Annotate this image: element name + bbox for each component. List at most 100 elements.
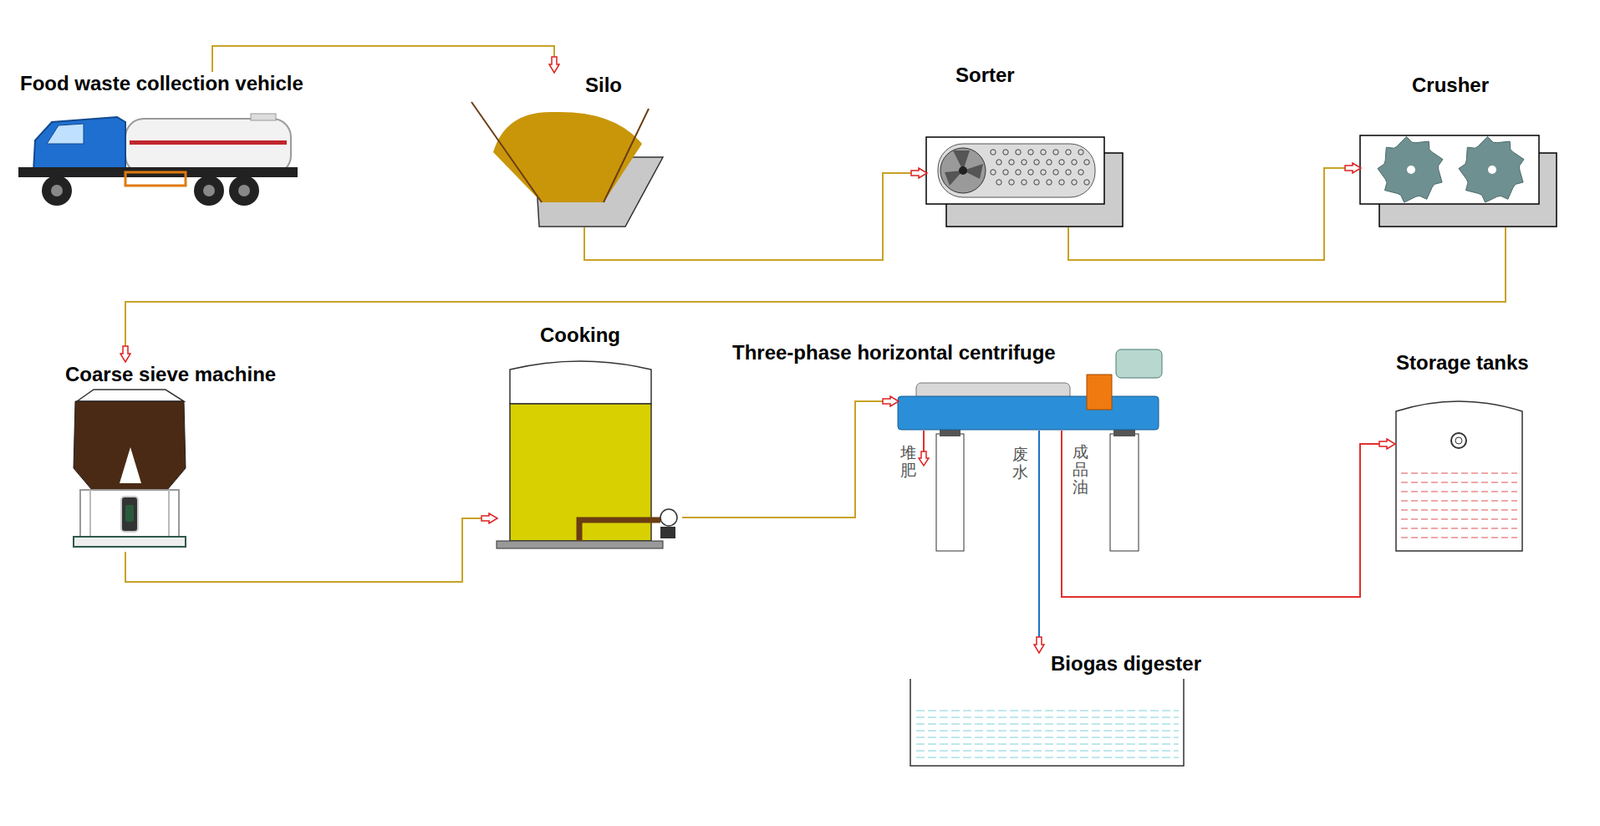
collection-truck-part	[50, 184, 63, 197]
collection-truck	[18, 113, 298, 206]
silo-hopper	[471, 101, 663, 227]
liquid-level-part	[1401, 528, 1518, 530]
equipment-node: Biogas digester	[910, 652, 1207, 767]
collection-truck-part	[250, 113, 276, 121]
coarse-sieve-part	[121, 496, 138, 532]
sieve-holes-part	[1003, 169, 1009, 175]
silo-hopper-part	[603, 108, 649, 203]
sieve-holes-part	[1028, 149, 1034, 155]
sieve-holes-part	[1003, 149, 1009, 155]
sorter-drum-part	[944, 150, 984, 186]
flow-connector	[1061, 430, 1395, 597]
crusher-box	[1360, 135, 1557, 227]
sorter-drum-part	[958, 166, 968, 175]
equipment-node: Silo	[471, 71, 666, 228]
flow-connector	[682, 401, 898, 518]
equipment-node: Crusher	[1360, 73, 1558, 228]
equipment-label: Silo	[583, 73, 624, 97]
equipment-label: Biogas digester	[1049, 652, 1203, 676]
sieve-holes-part	[1034, 179, 1040, 185]
biogas-pool	[910, 678, 1184, 766]
sieve-holes-part	[1015, 149, 1021, 155]
cooking-tank-part	[660, 509, 678, 526]
liquid-level-part	[916, 730, 1179, 732]
coarse-sieve-part	[76, 389, 184, 402]
liquid-level-part	[1401, 537, 1518, 539]
decanter-centrifuge	[897, 349, 1162, 551]
liquid-level-part	[1401, 500, 1518, 502]
sieve-holes-part	[1053, 149, 1059, 155]
equipment-node: Three-phase horizontal centrifuge	[897, 377, 1161, 431]
sieve-holes	[990, 149, 1090, 185]
collection-truck-part	[193, 175, 225, 206]
coarse-sieve-part	[119, 447, 142, 484]
sieve-holes-part	[1046, 179, 1052, 185]
storage-tank-part	[1396, 401, 1523, 551]
liquid-level	[916, 710, 1179, 758]
liquid-level-part	[1401, 519, 1518, 520]
storage-tank-part	[1455, 437, 1463, 444]
sieve-holes-part	[1040, 149, 1046, 155]
flow-connector	[1068, 168, 1361, 260]
sieve-holes-part	[1034, 159, 1040, 165]
crusher-gears	[1377, 136, 1524, 203]
collection-truck-part	[46, 123, 84, 144]
coarse-sieve-part	[73, 401, 186, 490]
decanter-centrifuge-part	[1115, 349, 1162, 378]
equipment-node: Cooking	[496, 321, 683, 549]
sorter-drum-part	[926, 137, 1105, 204]
coarse-sieve-part	[80, 489, 179, 537]
equipment-label: Sorter	[953, 63, 1017, 87]
sieve-holes-part	[1059, 179, 1065, 185]
sieve-holes-part	[1021, 179, 1027, 185]
collection-truck-part	[125, 118, 291, 174]
sieve-holes-part	[1065, 149, 1071, 155]
liquid-level-part	[916, 737, 1179, 739]
collection-truck-part	[229, 175, 260, 206]
silo-hopper-part	[493, 112, 643, 203]
equipment-node: Food waste collection vehicle	[15, 71, 333, 206]
equipment-node: Coarse sieve machine	[61, 361, 296, 552]
sorter-drum-part	[940, 147, 986, 194]
coarse-sieve-part	[168, 489, 170, 537]
equipment-label: Storage tanks	[1394, 351, 1531, 375]
equipment-label: Food waste collection vehicle	[18, 71, 306, 96]
sieve-holes-part	[1028, 169, 1034, 175]
flow-connector	[584, 173, 927, 260]
decanter-centrifuge-part	[1086, 374, 1112, 410]
decanter-centrifuge-part	[1110, 433, 1139, 551]
sieve-holes-part	[1015, 169, 1021, 175]
sieve-holes-part	[996, 179, 1002, 185]
sieve-holes-part	[1021, 159, 1027, 165]
sieve-holes-part	[1084, 179, 1090, 185]
flow-connector	[1038, 430, 1040, 653]
flow-connector	[125, 518, 497, 582]
liquid-level-part	[1401, 509, 1518, 511]
equipment-node: Storage tanks	[1394, 349, 1545, 552]
sorter-drum	[926, 137, 1123, 227]
sieve-holes-part	[1071, 179, 1077, 185]
biogas-pool-part	[910, 678, 1184, 766]
liquid-level-part	[916, 750, 1179, 752]
compost-outlet	[922, 430, 925, 465]
sorter-drum-part	[937, 143, 1096, 198]
sieve-holes-part	[990, 169, 996, 175]
crusher-gears-part	[1377, 136, 1443, 203]
cooking-tank-part	[579, 519, 661, 541]
liquid-level-part	[916, 723, 1179, 725]
cooking-tank-part	[496, 540, 663, 549]
sieve-holes-part	[1046, 159, 1052, 165]
sieve-holes-part	[1078, 149, 1084, 155]
equipment-label: Crusher	[1410, 73, 1491, 97]
liquid-level-part	[916, 717, 1179, 719]
coarse-sieve-part	[89, 489, 92, 537]
sieve-holes-part	[1040, 169, 1046, 175]
liquid-level	[1401, 473, 1518, 538]
sieve-holes-part	[1008, 179, 1015, 185]
sieve-holes-part	[1065, 169, 1071, 175]
liquid-level-part	[916, 710, 1179, 712]
crusher-gears-part	[1458, 136, 1524, 203]
